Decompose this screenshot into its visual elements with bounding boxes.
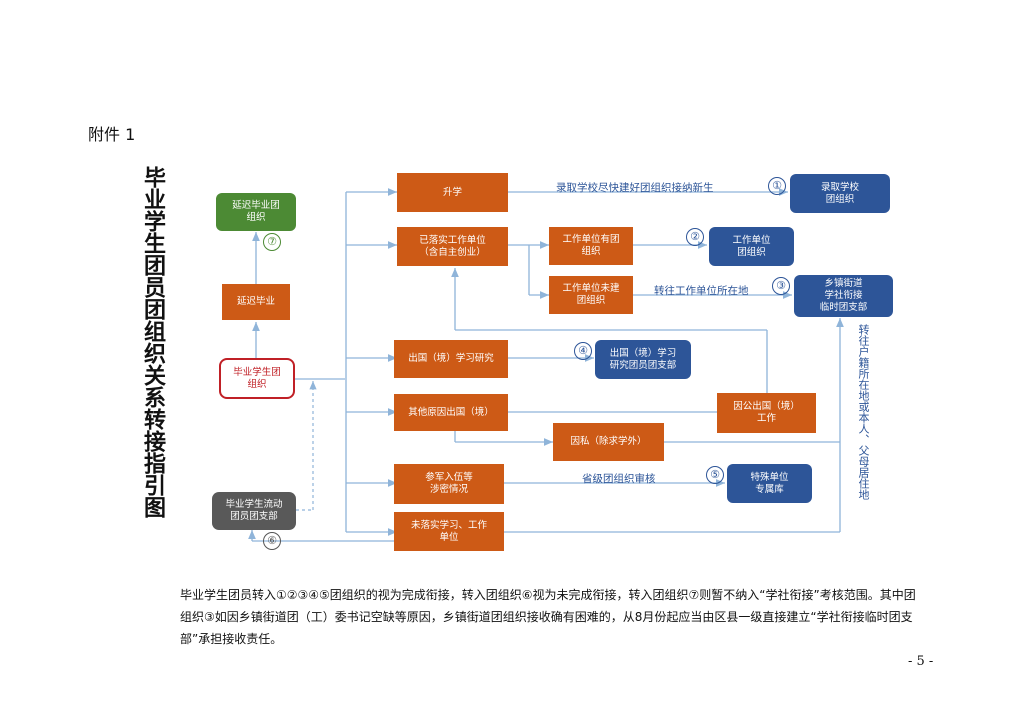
employed-node: 已落实工作单位（含自主创业）: [397, 227, 508, 266]
unemployed-node: 未落实学习、工作单位: [394, 512, 504, 551]
other-abroad-node: 其他原因出国（境）: [394, 394, 508, 431]
province-review-label: 省级团组织审核: [582, 473, 656, 485]
work-unit-org-node: 工作单位团组织: [709, 227, 794, 266]
private-abroad-node: 因私（除求学外）: [553, 423, 664, 461]
page-number: - 5 -: [908, 654, 934, 669]
delay-grad-org-node: 延迟毕业团组织: [216, 193, 296, 231]
abroad-study-branch-node: 出国（境）学习研究团员团支部: [595, 340, 691, 379]
footnote: 毕业学生团员转入①②③④⑤团组织的视为完成衔接，转入团组织⑥视为未完成衔接，转入…: [180, 588, 916, 646]
delay-graduation-node: 延迟毕业: [222, 284, 290, 320]
marker-5: ⑤: [706, 466, 724, 484]
township-branch-node: 乡镇街道学社衔接临时团支部: [794, 275, 893, 317]
unit-has-org-node: 工作单位有团组织: [549, 227, 633, 265]
unit-no-org-node: 工作单位未建团组织: [549, 276, 633, 314]
abroad-study-node: 出国（境）学习研究: [394, 340, 508, 378]
special-unit-node: 特殊单位专属库: [727, 464, 812, 503]
military-node: 参军入伍等涉密情况: [394, 464, 504, 504]
marker-1: ①: [768, 177, 786, 195]
marker-3: ③: [772, 277, 790, 295]
household-label: 转往户籍所在地或本人、父母居住地: [857, 324, 870, 500]
transfer-unit-label: 转往工作单位所在地: [654, 285, 749, 297]
admitting-school-org-node: 录取学校团组织: [790, 174, 890, 213]
diagram-title: 毕业学生团员团组织关系转接指引图: [140, 166, 166, 518]
school-accept-label: 录取学校尽快建好团组织接纳新生: [556, 182, 714, 194]
marker-7: ⑦: [263, 233, 281, 251]
marker-6: ⑥: [263, 532, 281, 550]
marker-2: ②: [686, 228, 704, 246]
attachment-label: 附件 1: [88, 125, 136, 144]
graduate-org-node: 毕业学生团组织: [219, 358, 295, 399]
mobile-member-branch-node: 毕业学生流动团员团支部: [212, 492, 296, 530]
public-abroad-node: 因公出国（境）工作: [717, 393, 816, 433]
marker-4: ④: [574, 342, 592, 360]
further-study-node: 升学: [397, 173, 508, 212]
